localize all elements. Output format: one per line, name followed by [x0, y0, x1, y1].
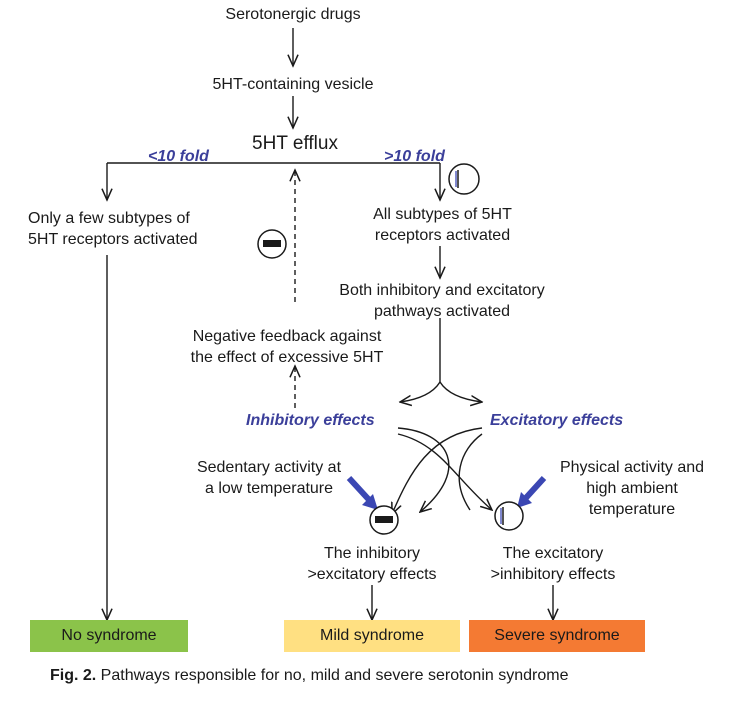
outcome-no-syndrome: No syndrome — [30, 620, 188, 652]
excitatory-curve-arrow — [392, 427, 483, 514]
caption-label: Fig. 2. — [50, 667, 97, 684]
node-physical-activity: Physical activity and high ambient tempe… — [559, 459, 705, 518]
label-lt10-fold: <10 fold — [148, 148, 209, 165]
outcome-severe-syndrome: Severe syndrome — [469, 620, 645, 652]
split-right-arrow — [439, 381, 482, 402]
node-serotonergic-drugs: Serotonergic drugs — [225, 6, 361, 23]
node-few-subtypes: Only a few subtypes of 5HT receptors act… — [28, 210, 198, 248]
plus-symbol-icon — [494, 501, 524, 531]
node-all-subtypes: All subtypes of 5HT receptors activated — [373, 206, 512, 244]
figure-caption: Fig. 2. Pathways responsible for no, mil… — [50, 667, 568, 685]
physical-blue-arrowhead — [517, 492, 532, 508]
excitatory-curve-arrow-2 — [458, 433, 483, 511]
outcome-mild-syndrome: Mild syndrome — [284, 620, 460, 652]
sedentary-blue-arrow — [346, 475, 374, 505]
inhibitory-curve-arrow — [397, 427, 450, 512]
node-sedentary-activity: Sedentary activity at a low temperature — [196, 459, 342, 497]
minus-symbol-icon — [369, 505, 399, 535]
label-excitatory-effects: Excitatory effects — [490, 412, 624, 429]
plus-symbol-icon — [448, 163, 480, 195]
node-5ht-efflux: 5HT efflux — [252, 133, 338, 154]
inhibitory-curve-arrow-2 — [397, 433, 492, 510]
label-inhibitory-effects: Inhibitory effects — [246, 412, 375, 429]
split-left-arrow — [400, 381, 441, 402]
physical-blue-arrow — [521, 475, 547, 503]
sedentary-blue-arrowhead — [362, 494, 378, 510]
node-both-pathways: Both inhibitory and excitatory pathways … — [339, 282, 545, 320]
minus-symbol-icon — [257, 229, 287, 259]
node-excitatory-greater: The excitatory >inhibitory effects — [490, 545, 616, 583]
node-inhibitory-greater: The inhibitory >excitatory effects — [307, 545, 437, 583]
caption-text: Pathways responsible for no, mild and se… — [96, 667, 569, 684]
label-gt10-fold: >10 fold — [384, 148, 445, 165]
node-vesicle: 5HT-containing vesicle — [212, 76, 374, 93]
node-negative-feedback: Negative feedback against the effect of … — [190, 328, 384, 366]
